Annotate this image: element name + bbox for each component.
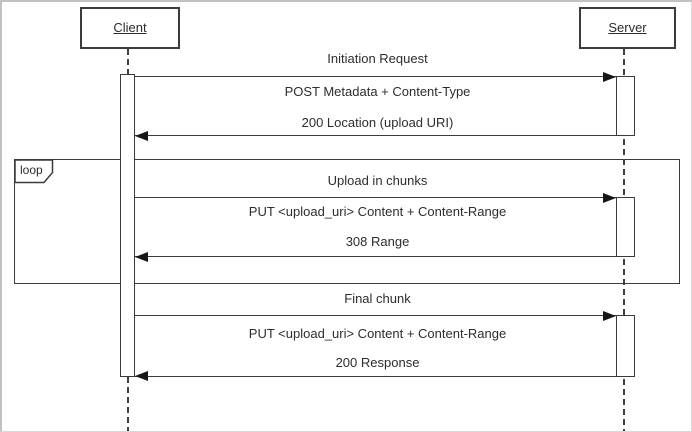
loop-operator-label: loop [20, 163, 43, 177]
client-lifeline-lower [127, 377, 129, 431]
client-lifeline-upper [127, 49, 129, 76]
server-activation-bar-2 [616, 197, 635, 257]
exchange-initiation: POST Metadata + Content-Type 200 Locatio… [120, 76, 635, 136]
final-chunk-label: Final chunk [344, 291, 411, 306]
message-post-metadata: POST Metadata + Content-Type [284, 84, 471, 99]
message-put-final: PUT <upload_uri> Content + Content-Range [248, 326, 507, 341]
request-arrowhead-3-icon [603, 311, 616, 321]
initiation-request-label: Initiation Request [327, 51, 428, 66]
message-200-response: 200 Response [335, 355, 420, 370]
loop-fragment [14, 159, 680, 284]
response-arrowhead-2-icon [135, 252, 148, 262]
loop-operator-pentagon [14, 159, 54, 184]
message-200-location: 200 Location (upload URI) [301, 115, 454, 130]
loop-title-label: Upload in chunks [327, 173, 428, 188]
response-arrowhead-3-icon [135, 371, 148, 381]
request-arrowhead-1-icon [603, 72, 616, 82]
participant-server-box: Server [579, 7, 676, 49]
message-308-range: 308 Range [345, 234, 410, 249]
participant-client-label: Client [113, 20, 147, 35]
response-arrowhead-1-icon [135, 131, 148, 141]
server-activation-bar-1 [616, 76, 635, 136]
participant-server-label: Server [608, 20, 647, 35]
server-activation-bar-3 [616, 315, 635, 377]
exchange-chunk-upload: PUT <upload_uri> Content + Content-Range… [120, 197, 635, 257]
request-arrowhead-2-icon [603, 193, 616, 203]
participant-client-box: Client [80, 7, 180, 49]
client-activation-bar [120, 74, 135, 377]
message-put-chunk: PUT <upload_uri> Content + Content-Range [248, 204, 507, 219]
exchange-final-chunk: PUT <upload_uri> Content + Content-Range… [120, 315, 635, 377]
